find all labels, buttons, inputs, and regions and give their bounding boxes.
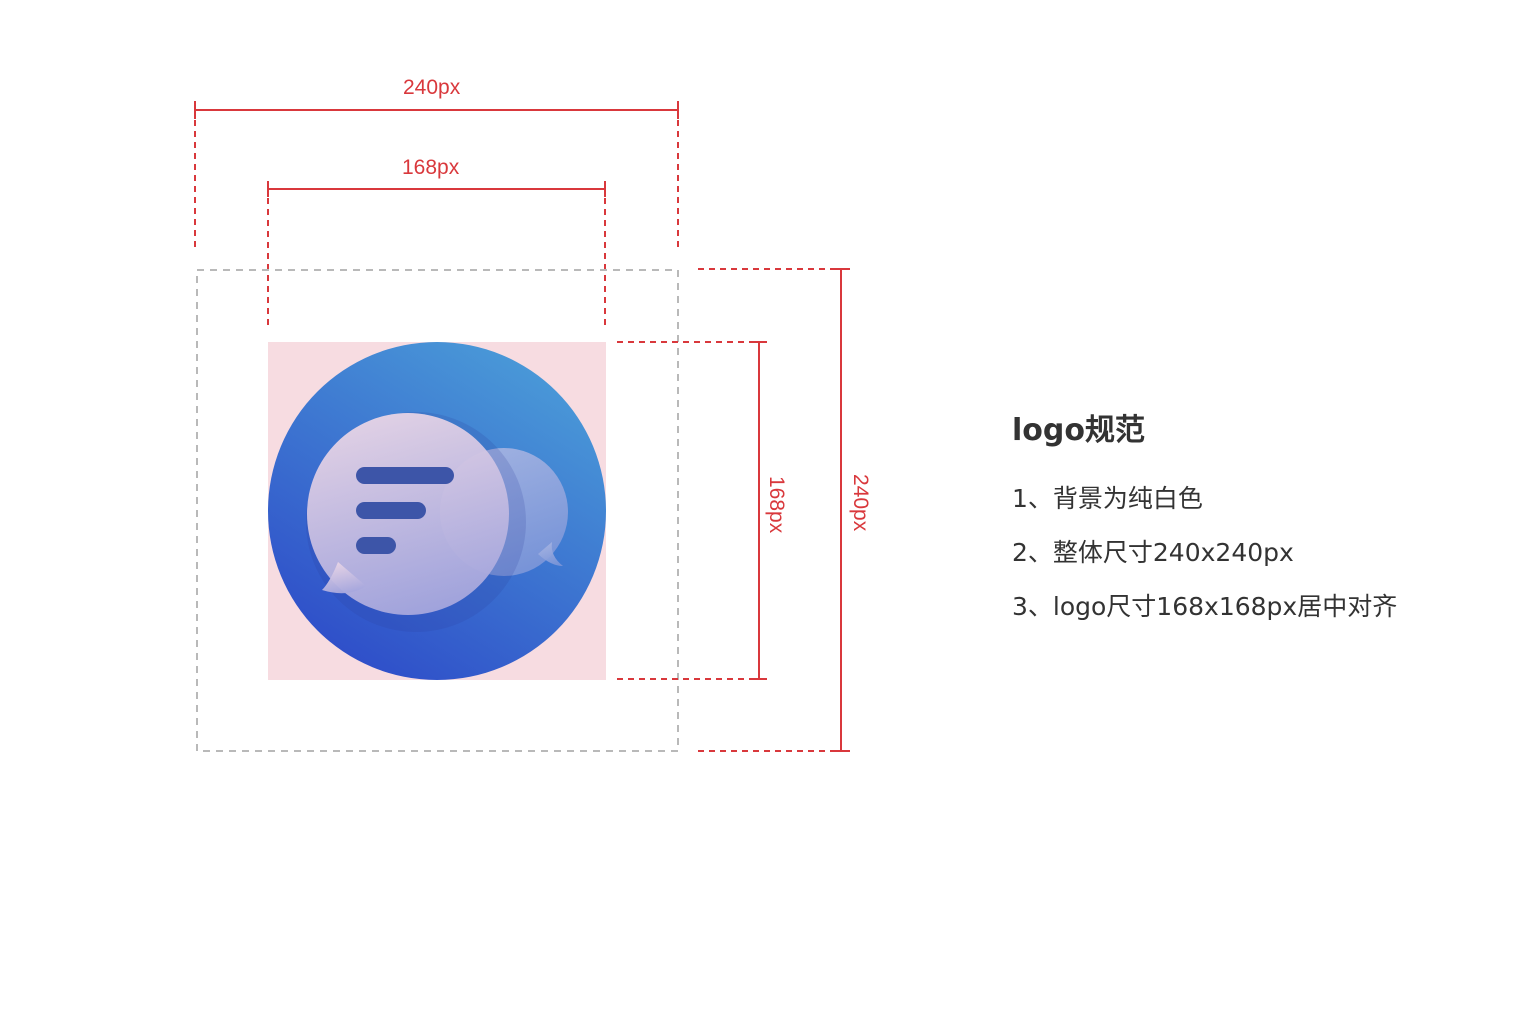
spec-rule-logo-size: 3、logo尺寸168x168px居中对齐	[1012, 592, 1398, 621]
spec-rule-background: 1、背景为纯白色	[1012, 484, 1203, 513]
outer-height-label: 240px	[849, 474, 872, 532]
chat-bubbles-icon	[268, 342, 606, 680]
outer-width-label: 240px	[403, 76, 461, 99]
text-lines	[356, 467, 454, 554]
spec-panel: logo规范 1、背景为纯白色 2、整体尺寸240x240px 3、logo尺寸…	[1012, 405, 1397, 641]
outer-height-dimension	[698, 268, 850, 752]
outer-canvas-outline	[196, 269, 679, 752]
inner-width-dimension	[267, 181, 606, 330]
inner-height-label: 168px	[765, 476, 788, 534]
spec-rule-overall-size: 2、整体尺寸240x240px	[1012, 538, 1294, 567]
inner-height-dimension	[617, 341, 767, 680]
front-bubble	[306, 412, 526, 632]
outer-width-dimension	[194, 101, 679, 250]
inner-width-label: 168px	[402, 156, 460, 179]
spec-title: logo规范	[1012, 413, 1145, 448]
